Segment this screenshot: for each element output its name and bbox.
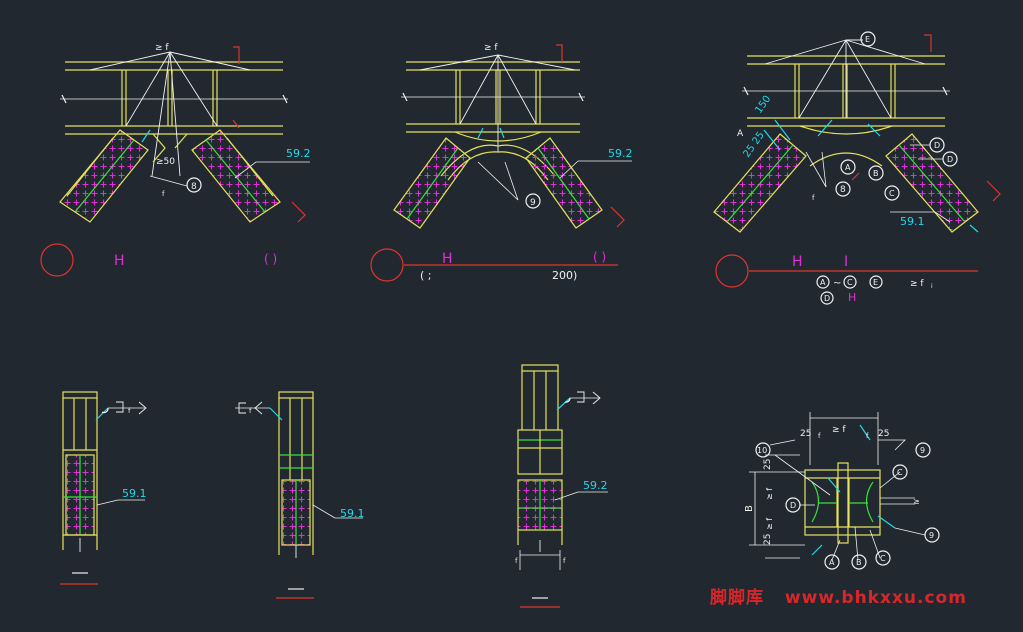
- sec-weld-top: ≥ f: [832, 425, 846, 435]
- top-right-detail: E 150 25 25 A D D A B C 8 f 59.1 H I A ~…: [713, 31, 1001, 305]
- tr-dim-150: 150: [753, 94, 773, 116]
- tr-note-weld-sub: i: [931, 283, 933, 290]
- watermark-brand: 脚脚库: [710, 588, 764, 608]
- tm-title-letter: H: [442, 251, 453, 267]
- tr-note-tilde: ~: [833, 278, 841, 289]
- col1-label: 59.1: [122, 487, 147, 500]
- tr-label-59-1: 59.1: [900, 215, 925, 228]
- tr-note-range-c: C: [847, 278, 853, 287]
- tr-callout-8: 8: [840, 185, 846, 195]
- tr-title-roman: I: [844, 254, 848, 270]
- col2-label: 59.1: [340, 507, 365, 520]
- top-left-left-diagonal: [59, 129, 149, 223]
- tl-f-mark: f: [162, 190, 165, 198]
- top-left-detail: ≥ f ≥50 f 8 59.2 H ( ): [40, 43, 311, 277]
- tm-label-59-2: 59.2: [608, 147, 633, 160]
- tl-weld-sym: ≥ f: [155, 43, 169, 53]
- top-right-web-lines: [764, 39, 926, 119]
- top-mid-right-diagonal: [525, 137, 603, 229]
- tr-callout-B: B: [873, 169, 879, 178]
- col1-f-mark: f: [128, 407, 131, 415]
- tr-note-d: D: [824, 294, 830, 303]
- tr-f-mark: f: [812, 194, 815, 202]
- tm-sub-right: 200): [552, 269, 577, 282]
- sec-weld-left1: ≥ f: [765, 488, 774, 500]
- watermark: 脚脚库 www.bhkxxu.com: [710, 583, 967, 608]
- tm-callout-9: 9: [530, 198, 536, 208]
- sec-callout-9a: 9: [920, 446, 925, 455]
- sec-weld-left2: ≥ f: [765, 518, 774, 530]
- sec-dim-25b: 25: [878, 429, 889, 439]
- sec-dim-B: B: [744, 505, 755, 512]
- sec-dim-25a: 25: [800, 429, 811, 439]
- top-right-right-diagonal: [885, 133, 979, 233]
- tm-weld-sym: ≥ f: [484, 43, 498, 53]
- tl-dim-50: ≥50: [156, 157, 175, 167]
- tm-sub-left: ( ;: [420, 269, 432, 282]
- section-detail: 10 9 9 C C D A B 25 25 25 25 B ≥ f f f ≥…: [744, 412, 940, 570]
- tl-label-59-2: 59.2: [286, 147, 311, 160]
- top-right-left-diagonal: [713, 133, 807, 233]
- tr-callout-D1: D: [934, 141, 940, 150]
- sec-callout-10: 10: [757, 446, 767, 455]
- sec-callout-C2: C: [880, 554, 886, 563]
- column-detail-1: 59.1 f: [60, 391, 147, 585]
- top-left-beam: [65, 61, 283, 135]
- watermark-url: www.bhkxxu.com: [784, 588, 967, 608]
- column-detail-3: 59.2 f f: [515, 364, 608, 608]
- col3-f-left: f: [515, 557, 518, 565]
- tr-callout-C: C: [889, 189, 895, 198]
- tl-title-letter: H: [114, 253, 125, 269]
- sec-callout-9b: 9: [929, 531, 934, 540]
- col3-label: 59.2: [583, 479, 608, 492]
- sec-callout-C1: C: [897, 468, 903, 477]
- top-middle-detail: ≥ f 9 59.2 H ( ) ( ; 200): [370, 43, 633, 282]
- column-detail-2: 59.1 f: [235, 391, 365, 599]
- sec-dim-25c: 25: [763, 459, 773, 470]
- tr-note-range-a: A: [820, 278, 826, 287]
- sec-dim-25d: 25: [763, 534, 773, 545]
- sec-callout-A: A: [829, 558, 835, 567]
- tr-note-h: H: [848, 291, 856, 304]
- col3-f-right: f: [563, 557, 566, 565]
- top-mid-left-diagonal: [393, 137, 471, 229]
- top-left-right-diagonal: [191, 129, 281, 223]
- tr-title-letter: H: [792, 254, 803, 270]
- tr-a-mark: A: [737, 129, 744, 139]
- tm-paren: ( ): [593, 250, 606, 264]
- sec-callout-B: B: [856, 558, 862, 567]
- sec-f-top1: f: [818, 432, 821, 440]
- col2-f-mark: f: [249, 407, 252, 415]
- tr-note-weld: ≥ f: [910, 279, 924, 289]
- tl-paren: ( ): [264, 252, 277, 266]
- top-mid-web-lines: [419, 54, 576, 152]
- tr-note-e: E: [873, 278, 878, 287]
- sec-callout-D: D: [790, 501, 796, 510]
- tr-callout-D2: D: [947, 155, 953, 164]
- top-left-web-lines: [89, 51, 251, 177]
- tr-callout-A: A: [845, 163, 851, 172]
- sec-f-top2: f: [866, 432, 869, 440]
- tl-callout-8: 8: [191, 182, 197, 192]
- sec-weld-right: ≥: [913, 497, 920, 506]
- tr-callout-E: E: [865, 35, 870, 44]
